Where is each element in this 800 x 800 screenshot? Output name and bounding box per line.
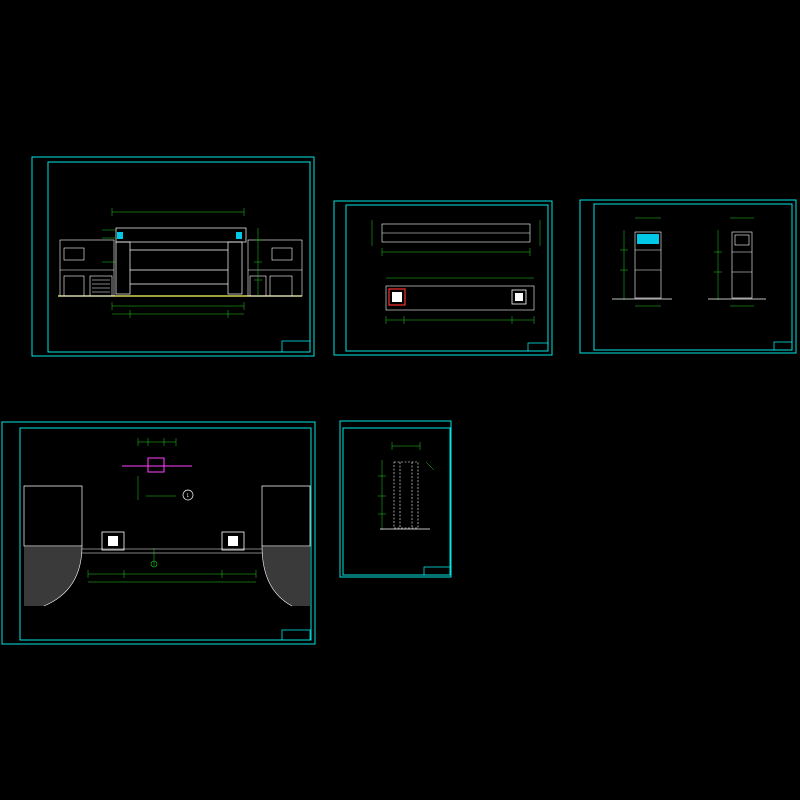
sheet-5-dimensions (378, 442, 435, 530)
sheet-2-plan-dimensions (385, 277, 535, 324)
sheet-2-outer-frame (333, 200, 553, 356)
sheet-5-outer-frame (339, 420, 452, 578)
sheet-4-left-column (101, 531, 125, 551)
sheet-4-gate-line (82, 548, 262, 554)
sheet-3 (579, 199, 797, 354)
sheet-4-right-column (221, 531, 245, 551)
sheet-3-title-block (773, 341, 793, 351)
sheet-2-plan-outline (385, 285, 535, 311)
sheet-2-roof-plan (381, 223, 531, 243)
sheet-4-axis-marker (150, 560, 158, 568)
sheet-4-right-building (261, 485, 311, 607)
sheet-4-outer-frame (1, 421, 316, 645)
sheet-3-outer-frame (579, 199, 797, 354)
sheet-4-left-building (23, 485, 83, 607)
sheet-2 (333, 200, 553, 356)
sheet-2-title-block (527, 342, 549, 352)
sheet-4-left-column-core (108, 536, 118, 546)
sheet-1 (31, 156, 315, 357)
sheet-1-signboard-left-accent (117, 232, 123, 239)
sheet-1-title-block (281, 340, 311, 353)
sheet-3-column-section (731, 231, 753, 299)
sheet-5-inner-frame (342, 427, 451, 576)
sheet-1-outer-frame (31, 156, 315, 357)
sheet-2-inner-frame (345, 204, 549, 352)
sheet-2-right-column (511, 289, 527, 305)
sheet-4-right-column-core (228, 536, 238, 546)
sheet-2-left-column (392, 292, 402, 302)
sheet-1-signboard-right-accent (236, 232, 242, 239)
sheet-1-dimensions (102, 208, 262, 318)
sheet-4-detail (122, 438, 192, 500)
sheet-4-detail-marker-circle (182, 489, 194, 501)
sheet-4-dimensions (87, 548, 257, 583)
sheet-5-section-outline (393, 461, 419, 529)
sheet-5 (339, 420, 452, 578)
sheet-1-inner-frame (47, 161, 311, 353)
sheet-3-elevation-dimensions (620, 217, 661, 307)
sheet-4-inner-frame (19, 427, 312, 641)
sheet-2-left-column-highlight (388, 288, 406, 306)
sheet-4-detail-marker: 1 (187, 493, 190, 498)
sheet-3-inner-frame (593, 203, 793, 351)
sheet-3-column-elevation (634, 231, 662, 299)
sheet-4: 1 (1, 421, 316, 645)
sheet-3-column-cap (637, 234, 659, 244)
sheet-2-right-column-fill (515, 293, 523, 301)
sheet-1-gate-structure (115, 227, 247, 295)
sheet-2-roof-dimensions (371, 220, 541, 256)
sheet-4-title-block (281, 629, 311, 641)
sheet-5-title-block (423, 566, 451, 576)
sheet-3-section-dimensions (714, 217, 754, 307)
sheet-1-left-building (59, 239, 115, 297)
